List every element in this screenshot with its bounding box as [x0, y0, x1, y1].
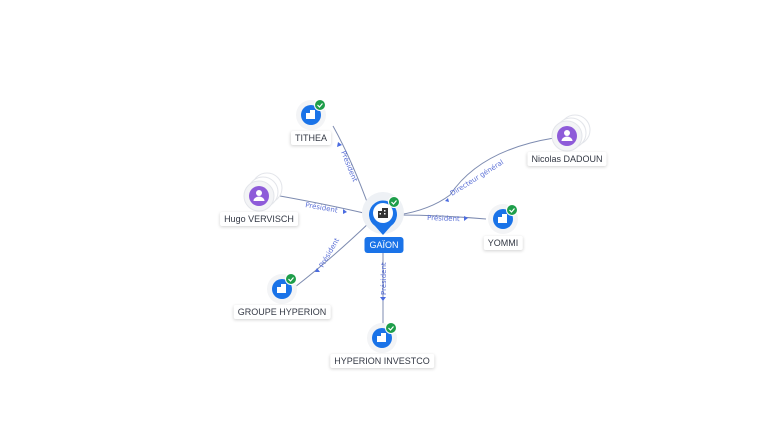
arrow-tithea — [337, 142, 342, 147]
building-icon — [377, 333, 386, 342]
arrow-groupe — [315, 268, 320, 272]
edge-label-tithea: Président — [339, 150, 359, 184]
check-icon — [388, 326, 394, 331]
label-hugo-vervisch[interactable]: Hugo VERVISCH — [220, 212, 298, 226]
arrow-hyperion — [380, 297, 386, 301]
edge-label-hyperion: Président — [380, 262, 388, 295]
node-hyperion-investco[interactable] — [367, 322, 397, 354]
node-groupe-hyperion[interactable] — [267, 273, 297, 305]
edge-nicolas[interactable] — [397, 137, 555, 216]
building-icon — [498, 214, 507, 223]
edge-label-nicolas: Directeur général — [449, 158, 505, 197]
check-icon — [288, 277, 294, 282]
edge-label-hugo: Président — [305, 201, 339, 215]
label-hyperion-investco[interactable]: HYPERION INVESTCO — [330, 354, 434, 368]
edge-label-yommi: Président — [427, 214, 460, 223]
arrow-nicolas — [445, 198, 449, 202]
node-yommi[interactable] — [488, 204, 518, 234]
arrow-hugo — [343, 209, 347, 214]
edge-yommi[interactable] — [397, 214, 487, 220]
arrow-yommi — [464, 216, 468, 221]
label-yommi[interactable]: YOMMI — [483, 236, 523, 250]
building-icon — [378, 208, 388, 218]
check-icon — [391, 200, 397, 205]
edge-groupe[interactable] — [294, 221, 371, 288]
center-node[interactable] — [362, 192, 404, 235]
person-icon — [253, 190, 265, 201]
label-nicolas-dadoun[interactable]: Nicolas DADOUN — [527, 152, 607, 166]
node-tithea[interactable] — [296, 99, 326, 131]
label-tithea[interactable]: TITHEA — [290, 131, 332, 145]
check-icon — [317, 103, 323, 108]
label-center-gaion[interactable]: GAÏON — [364, 237, 404, 253]
node-nicolas-dadoun[interactable] — [551, 114, 591, 152]
building-icon — [306, 110, 315, 119]
edge-label-groupe: Président — [318, 237, 341, 269]
building-icon — [277, 284, 286, 293]
person-icon — [561, 130, 573, 141]
label-groupe-hyperion[interactable]: GROUPE HYPERION — [233, 305, 331, 319]
edge-hugo[interactable] — [279, 195, 369, 215]
check-icon — [509, 208, 515, 213]
node-hugo-vervisch[interactable] — [243, 172, 283, 212]
